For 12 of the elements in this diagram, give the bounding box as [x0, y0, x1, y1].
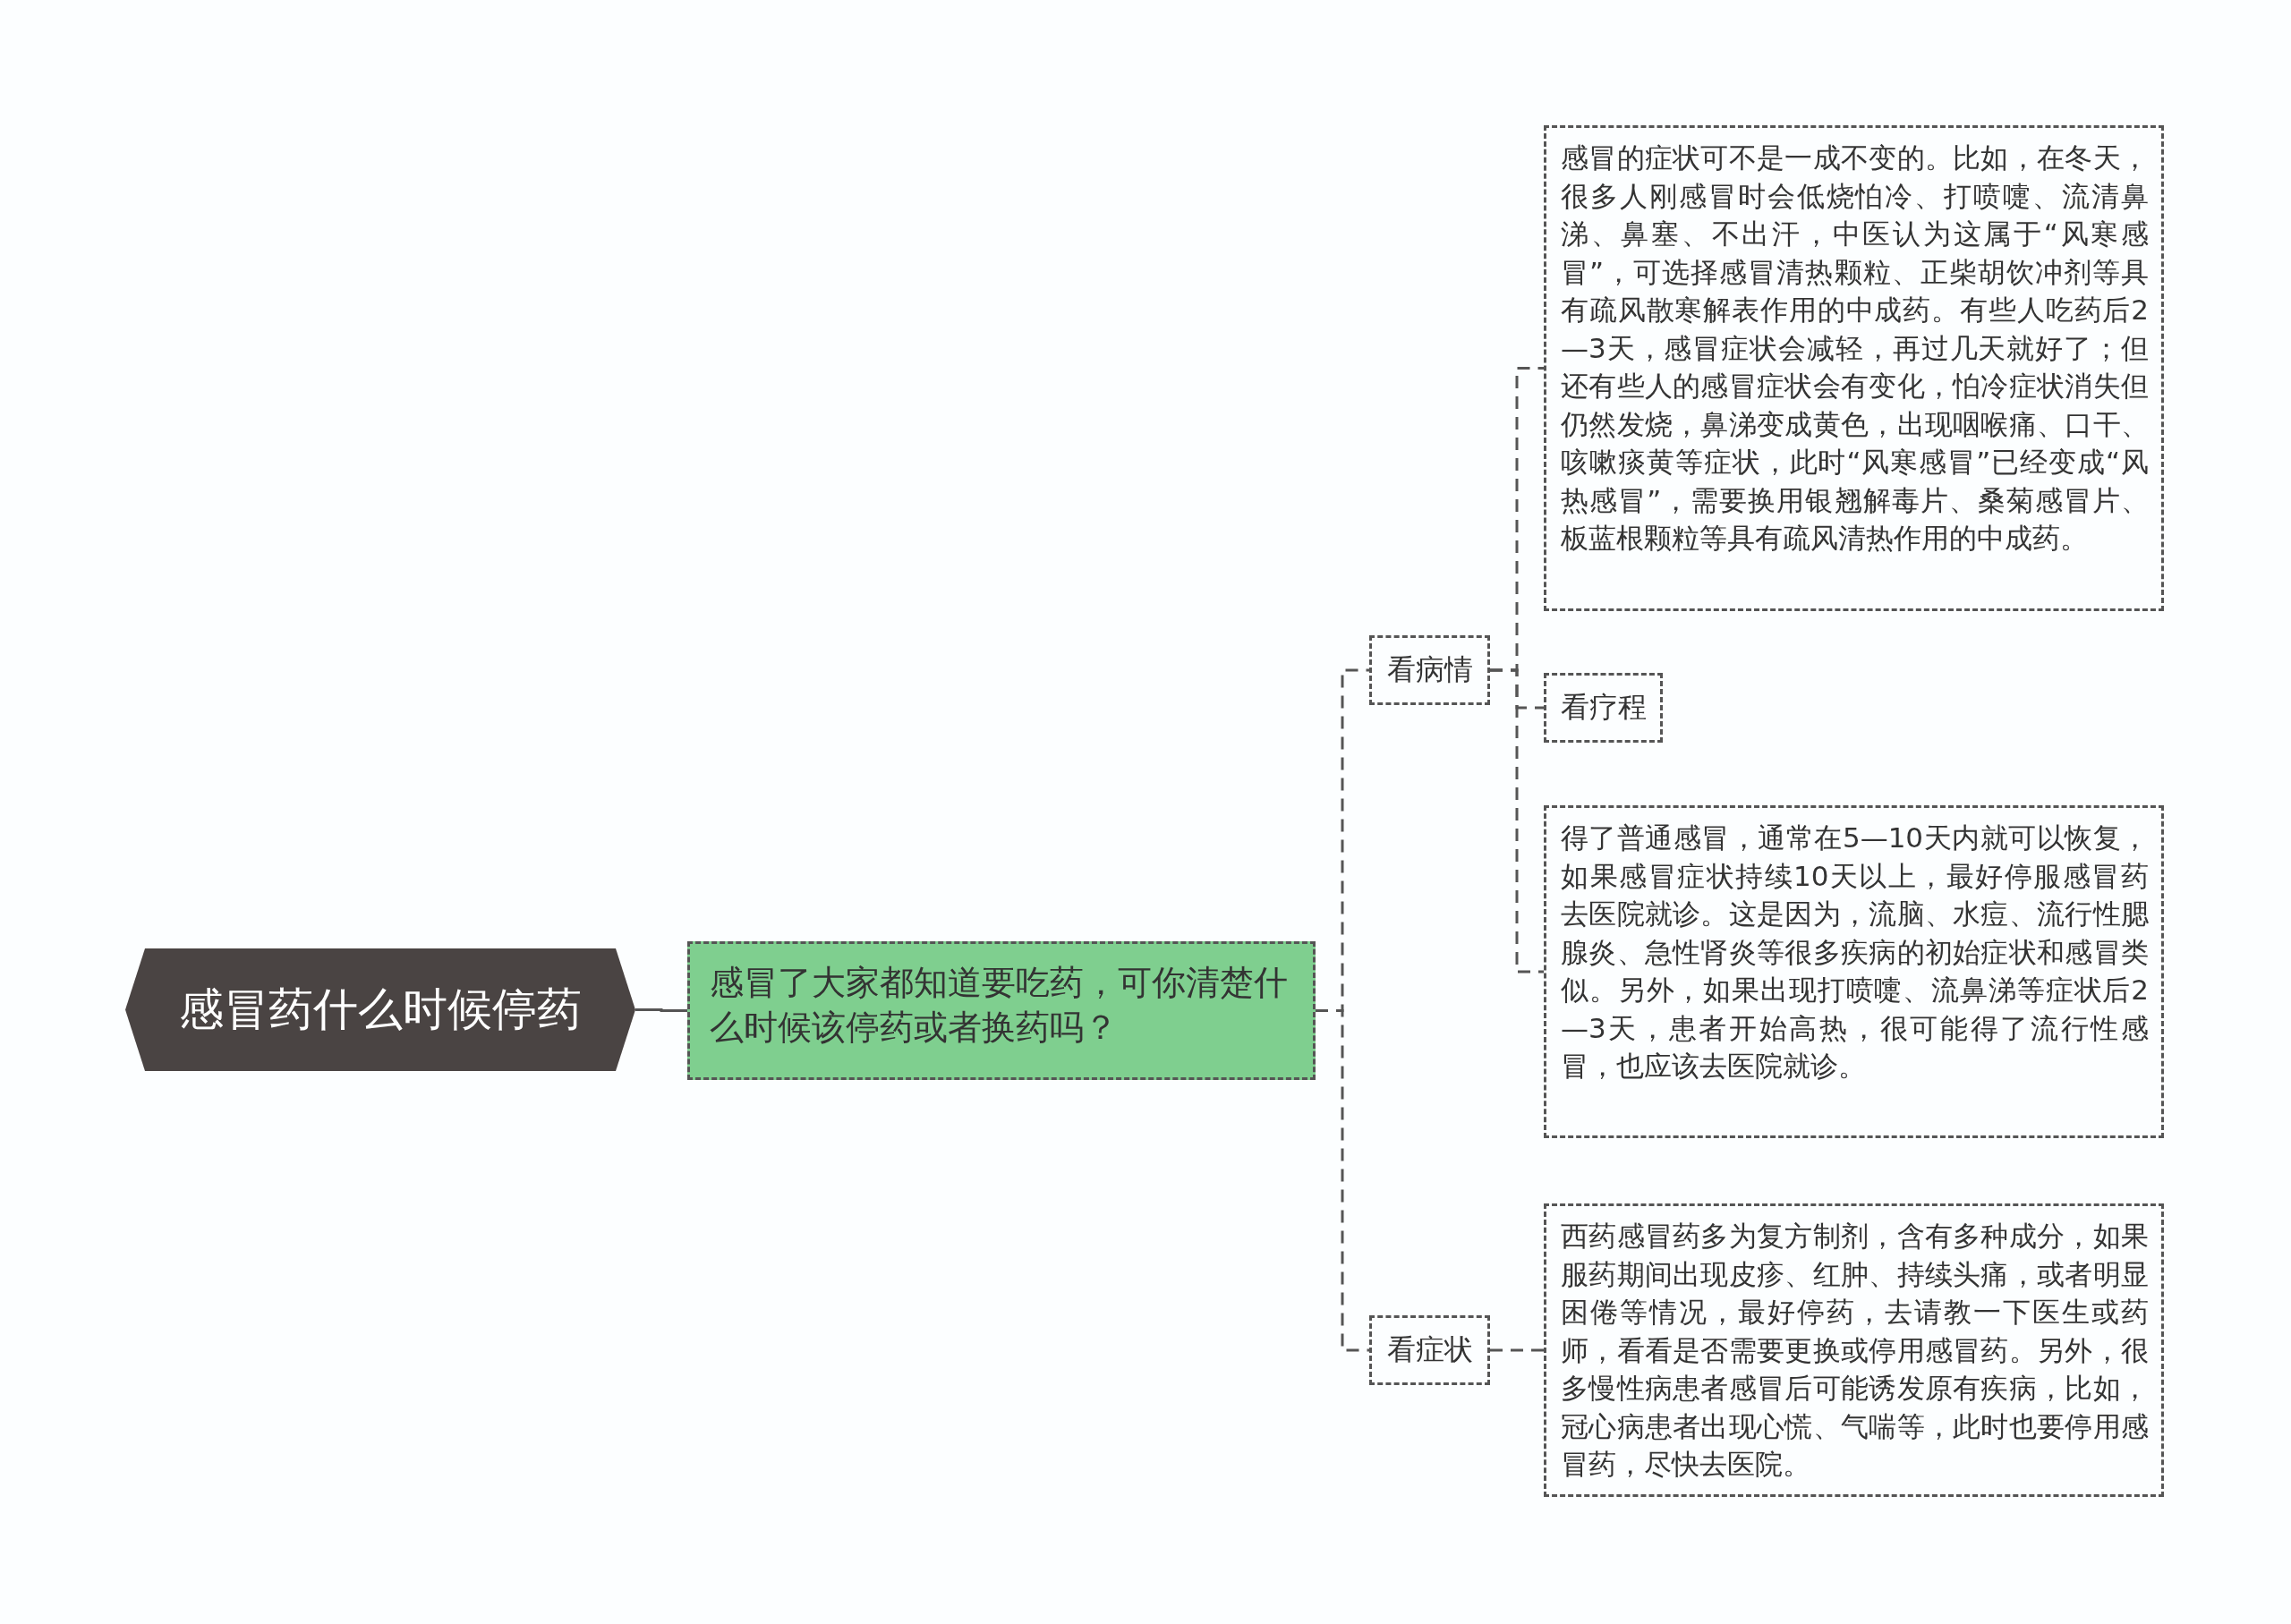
text-box: 得了普通感冒，通常在5—10天内就可以恢复，如果感冒症状持续10天以上，最好停服感冒药去医院就诊。这是因为，流脑、水痘、流行性腮腺炎、急性肾炎等很多疾病的初始症状和感冒类似。另外，如果出现打喷嚏、流鼻涕等症状后2—3天，患者开始高热，很可能得了流行性感冒，也应该去医院就诊。 [1544, 805, 2164, 1138]
branch-box: 看疗程 [1544, 673, 1663, 743]
connector-line [1490, 668, 1544, 974]
branch-box: 看症状 [1369, 1315, 1490, 1385]
connector-line [1490, 1348, 1544, 1352]
topic-hexagon: 感冒药什么时候停药 [125, 948, 635, 1071]
branch-box: 看病情 [1369, 635, 1490, 705]
subtopic-box: 感冒了大家都知道要吃药，可你清楚什么时候该停药或者换药吗？ [687, 941, 1316, 1080]
text-box: 感冒的症状可不是一成不变的。比如，在冬天，很多人刚感冒时会低烧怕冷、打喷嚏、流清鼻涕、鼻塞、不出汗，中医认为这属于“风寒感冒”，可选择感冒清热颗粒、正柴胡饮冲剂等具有疏风散寒解表作用的中成药。有些人吃药后2—3天，感冒症状会减轻，再过几天就好了；但还有些人的感冒症状会有变化，怕冷症状消失但仍然发烧，鼻涕变成黄色，出现咽喉痛、口干、咳嗽痰黄等症状，此时“风寒感冒”已经变成“风热感冒”，需要换用银翘解毒片、桑菊感冒片、板蓝根颗粒等具有疏风清热作用的中成药。 [1544, 125, 2164, 611]
connector-line [635, 1008, 687, 1012]
text-box: 西药感冒药多为复方制剂，含有多种成分，如果服药期间出现皮疹、红肿、持续头痛，或者明显困倦等情况，最好停药，去请教一下医生或药师，看看是否需要更换或停用感冒药。另外，很多慢性病患者感冒后可能诱发原有疾病，比如，冠心病患者出现心慌、气喘等，此时也要停用感冒药，尽快去医院。 [1544, 1203, 2164, 1497]
connector-line [1316, 1009, 1369, 1352]
